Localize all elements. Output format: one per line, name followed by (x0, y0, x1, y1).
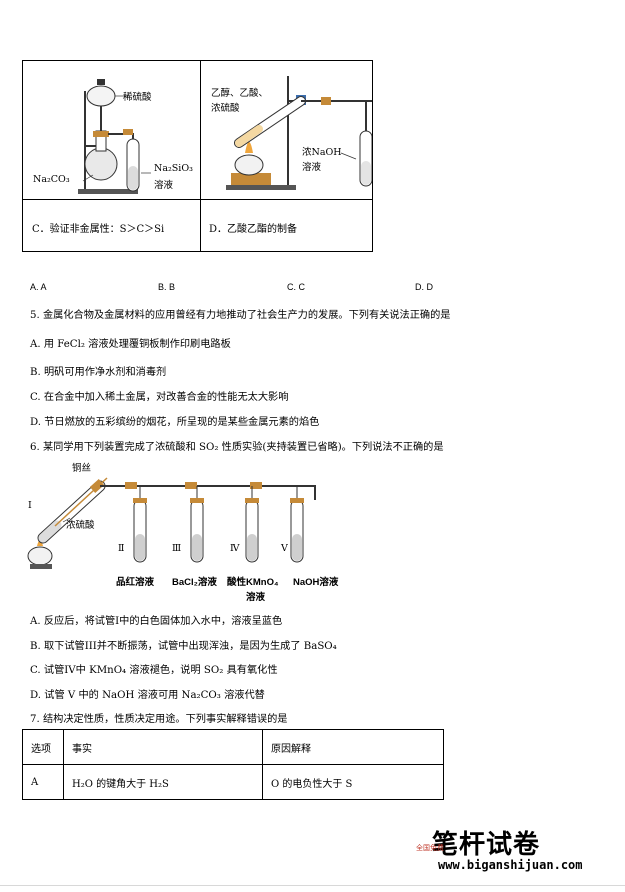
label-reagent-ii: 品红溶液 (116, 577, 155, 588)
row-a-reason: O 的电负性大于 S (262, 764, 444, 800)
diagram-c-nonmetal-apparatus (78, 79, 151, 194)
label-tube-iv: Ⅳ (230, 543, 240, 554)
watermark-title: 笔杆试卷 (432, 830, 541, 860)
q6-option-b: B. 取下试管III并不断振荡，试管中出现浑浊，是因为生成了 BaSO₄ (30, 641, 337, 652)
q5-option-a: A. 用 FeCl₂ 溶液处理覆铜板制作印刷电路板 (30, 339, 231, 350)
label-reagent-v: NaOH溶液 (293, 577, 339, 588)
q6-option-c: C. 试管IV中 KMnO₄ 溶液褪色，说明 SO₂ 具有氧化性 (30, 665, 278, 676)
q6-option-a: A. 反应后，将试管I中的白色固体加入水中，溶液呈蓝色 (30, 616, 283, 627)
row-a-option: A (22, 764, 64, 800)
watermark-tag: 全国免费 (416, 844, 444, 852)
diagram-d-ester-apparatus (226, 76, 372, 190)
q5-stem: 5. 金属化合物及金属材料的应用曾经有力地推动了社会生产力的发展。下列有关说法正… (30, 310, 451, 321)
q4-option-d: D. D (415, 282, 433, 292)
q4-option-a: A. A (30, 282, 47, 292)
table-divider-horizontal (23, 199, 372, 200)
label-tube-i: I (28, 500, 32, 511)
q7-stem: 7. 结构决定性质，性质决定用途。下列事实解释错误的是 (30, 714, 288, 725)
row-a-fact: H₂O 的键角大于 H₂S (63, 764, 263, 800)
q5-option-b: B. 明矾可用作净水剂和消毒剂 (30, 367, 167, 378)
apparatus-table: 稀硫酸 Na₂CO₃ Na₂SiO₃ 溶液 乙醇、乙酸、 浓硫酸 浓NaOH 溶… (22, 60, 373, 252)
label-conc-h2so4-d: 浓硫酸 (211, 103, 240, 114)
page-bottom-divider (0, 885, 625, 886)
label-naoh: 浓NaOH (302, 147, 342, 158)
caption-option-d: D．乙酸乙酯的制备 (209, 224, 298, 235)
label-reagent-iii: BaCl₂溶液 (172, 577, 217, 588)
watermark-url: www.biganshijuan.com (438, 858, 583, 872)
label-tube-iii: Ⅲ (172, 543, 182, 554)
table-header-row: 选项 事实 原因解释 (22, 729, 444, 765)
header-reason: 原因解释 (262, 729, 444, 765)
q7-table: 选项 事实 原因解释 A H₂O 的键角大于 H₂S O 的电负性大于 S (22, 729, 444, 800)
label-reagent-iv: 酸性KMnO₄ (227, 577, 279, 588)
header-fact: 事实 (63, 729, 263, 765)
table-row: A H₂O 的键角大于 H₂S O 的电负性大于 S (22, 764, 444, 800)
label-conc-h2so4: 浓硫酸 (66, 520, 95, 531)
label-tube-v: Ⅴ (281, 543, 288, 554)
label-dilute-h2so4: 稀硫酸 (123, 92, 152, 103)
header-option: 选项 (22, 729, 64, 765)
table-divider-vertical (200, 61, 201, 251)
label-copper-wire: 铜丝 (72, 463, 92, 474)
label-solution-d: 溶液 (302, 162, 322, 173)
q6-option-d: D. 试管 V 中的 NaOH 溶液可用 Na₂CO₃ 溶液代替 (30, 690, 265, 701)
label-reagent-iv-solution: 溶液 (246, 592, 266, 603)
q4-option-c: C. C (287, 282, 305, 292)
label-solution-c: 溶液 (154, 180, 174, 191)
label-na2sio3: Na₂SiO₃ (154, 163, 193, 174)
q4-option-b: B. B (158, 282, 176, 292)
label-na2co3: Na₂CO₃ (33, 174, 70, 185)
q5-option-c: C. 在合金中加入稀土金属，对改善合金的性能无太大影响 (30, 392, 289, 403)
label-tube-ii: Ⅱ (118, 543, 125, 554)
q6-so2-apparatus-diagram (27, 477, 316, 569)
q6-stem: 6. 某同学用下列装置完成了浓硫酸和 SO₂ 性质实验(夹持装置已省略)。下列说… (30, 442, 444, 453)
label-ethanol-acetic: 乙醇、乙酸、 (211, 88, 269, 99)
q5-option-d: D. 节日燃放的五彩缤纷的烟花，所呈现的是某些金属元素的焰色 (30, 417, 320, 428)
caption-option-c: C．验证非金属性：S＞C＞Si (32, 224, 165, 235)
